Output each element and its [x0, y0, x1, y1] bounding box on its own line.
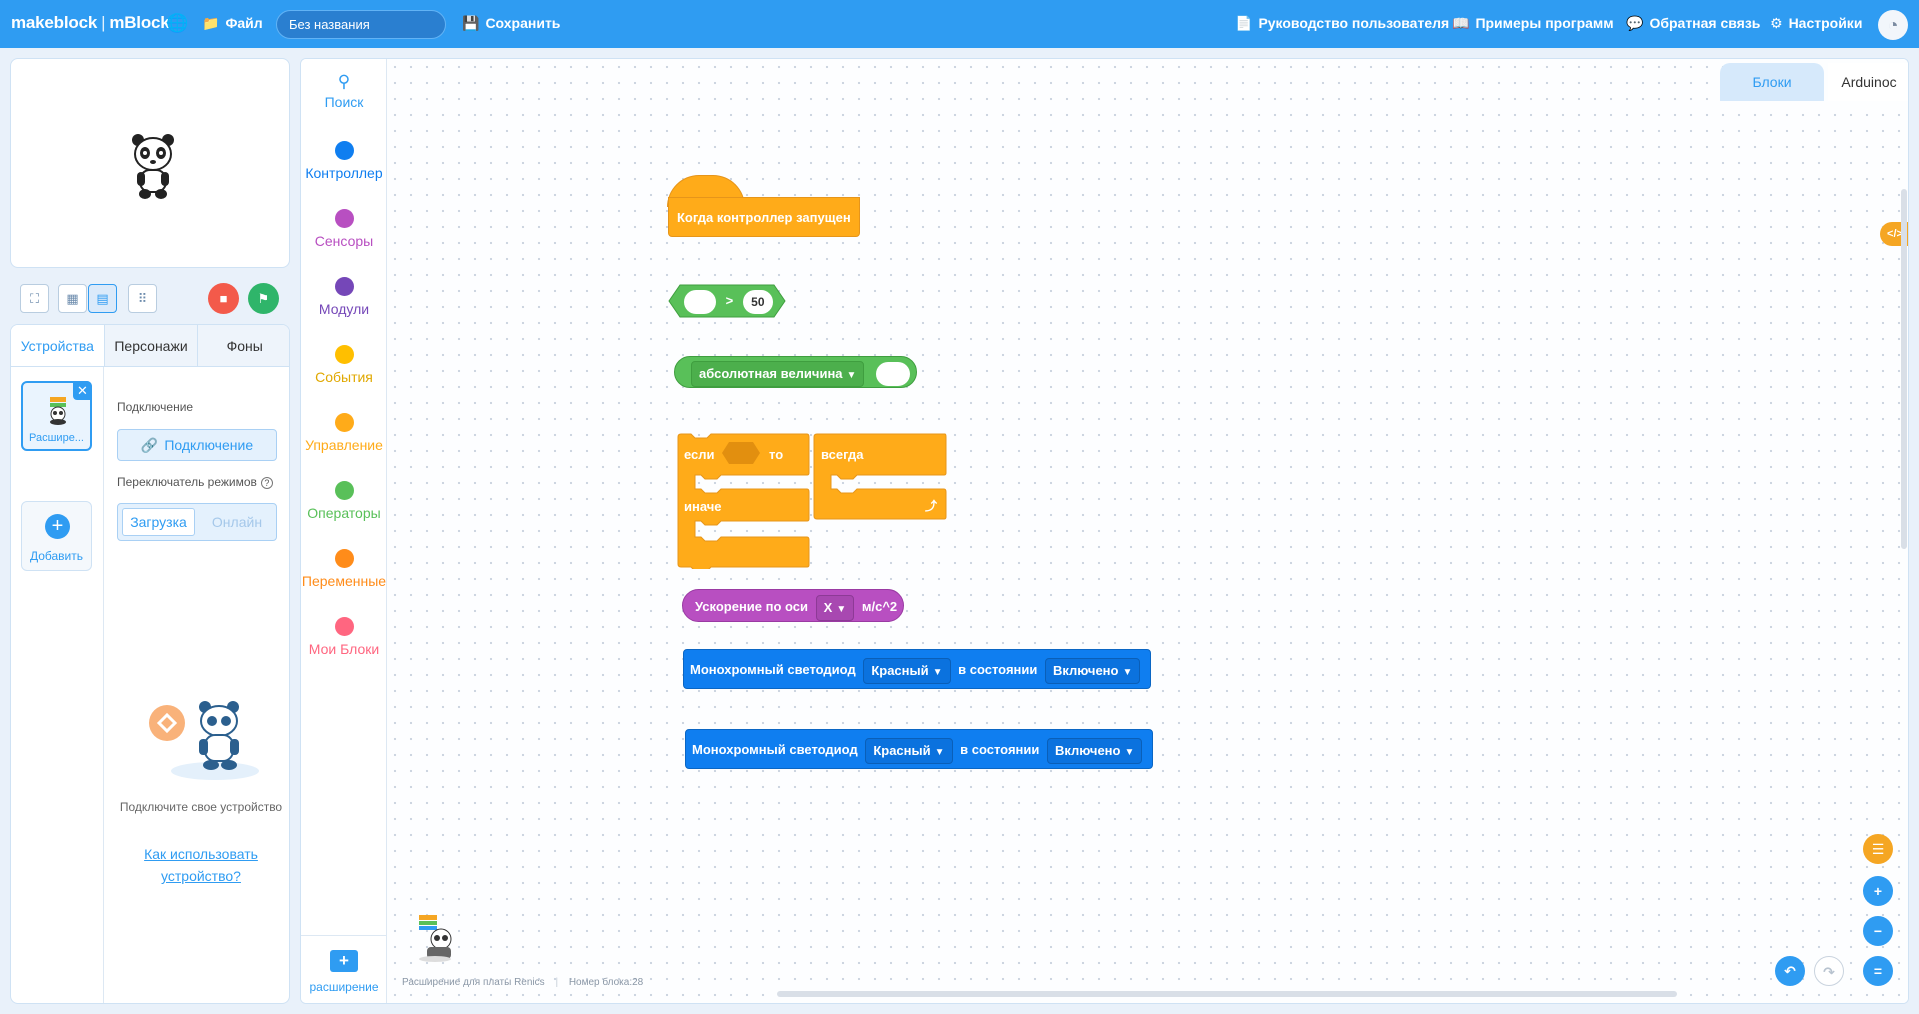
sprites-devices-panel: Устройства Персонажи Фоны ✕ Расшире... +…: [10, 324, 290, 1004]
language-globe-icon[interactable]: 🌐: [166, 13, 189, 33]
online-mode-button[interactable]: Онлайн: [211, 514, 263, 530]
device-name: Расшире...: [29, 432, 84, 444]
axis-dropdown[interactable]: X▼: [815, 594, 855, 621]
add-device-button[interactable]: + Добавить: [21, 501, 92, 571]
tab-devices[interactable]: Устройства: [11, 325, 105, 366]
led1-state-dropdown[interactable]: Включено▼: [1044, 657, 1141, 684]
category-operators[interactable]: Операторы: [301, 481, 387, 521]
tab-backdrops[interactable]: Фоны: [198, 325, 289, 366]
stop-button[interactable]: ■: [208, 283, 239, 314]
led1-color-dropdown[interactable]: Красный▼: [863, 657, 951, 684]
feedback-link[interactable]: 💬Обратная связь: [1626, 15, 1761, 31]
acceleration-block[interactable]: Ускорение по оси X▼ м/с^2: [682, 589, 905, 622]
gear-icon: ⚙: [1770, 15, 1783, 31]
panda-illustration: [149, 701, 259, 780]
panda-sprite: [132, 134, 174, 199]
category-sensors[interactable]: Сенсоры: [301, 209, 387, 249]
normal-stage-icon[interactable]: ▤: [88, 284, 117, 313]
stage-controls: ⛶ ▦ ▤ ⠿ ■ ⚑: [18, 280, 290, 316]
connect-hint: Подключите свое устройство: [119, 800, 283, 814]
user-guide-link[interactable]: 📄Руководство пользователя: [1235, 15, 1450, 31]
examples-link[interactable]: 📖Примеры программ: [1452, 15, 1614, 31]
led2-state-dropdown[interactable]: Включено▼: [1046, 737, 1143, 764]
led-block-1[interactable]: Монохромный светодиод Красный▼ в состоян…: [683, 649, 1152, 689]
panel-tabs: Устройства Персонажи Фоны: [11, 325, 289, 367]
settings-menu[interactable]: ⚙Настройки: [1770, 15, 1863, 31]
device-thumbnail-icon: [50, 397, 66, 425]
save-button[interactable]: 💾Сохранить: [462, 15, 561, 31]
extension-button[interactable]: + расширение: [301, 935, 387, 1003]
top-menu-bar: makeblock|mBlock 🌐 📁Файл 💾Сохранить 📄Рук…: [0, 0, 1919, 48]
connection-heading: Подключение: [117, 400, 194, 414]
redo-icon[interactable]: ↷: [1814, 956, 1844, 986]
green-flag-button[interactable]: ⚑: [248, 283, 279, 314]
block-categories: ⚲ Поиск Контроллер Сенсоры Модули Событи…: [301, 59, 387, 1003]
category-controller[interactable]: Контроллер: [301, 141, 387, 181]
zoom-in-icon[interactable]: +: [1863, 876, 1893, 906]
category-modules[interactable]: Модули: [301, 277, 387, 317]
code-workspace: ⚲ Поиск Контроллер Сенсоры Модули Событи…: [300, 58, 1909, 1004]
search-icon: ⚲: [337, 72, 351, 91]
device-list: ✕ Расшире... + Добавить: [11, 367, 104, 1003]
block-list-icon[interactable]: ☰: [1863, 834, 1893, 864]
vertical-scrollbar[interactable]: [1901, 189, 1907, 549]
connect-button[interactable]: 🔗Подключение: [117, 429, 277, 461]
horizontal-scrollbar[interactable]: [777, 991, 1677, 997]
how-to-use-link[interactable]: Как использовать устройство?: [144, 846, 258, 884]
hat-block-controller-start[interactable]: Когда контроллер запущен: [667, 175, 860, 237]
remove-device-icon[interactable]: ✕: [73, 381, 92, 400]
zoom-out-icon[interactable]: −: [1863, 916, 1893, 946]
tab-blocks[interactable]: Блоки: [1720, 63, 1824, 101]
app-logo: makeblock|mBlock: [11, 13, 170, 32]
abs-value-block[interactable]: абсолютная величина▼: [674, 356, 918, 388]
category-search[interactable]: ⚲ Поиск: [301, 72, 387, 111]
add-device-label: Добавить: [29, 549, 84, 563]
floppy-icon: 💾: [462, 15, 480, 31]
tab-arduino-code[interactable]: Arduinoc: [1828, 63, 1908, 101]
editor-tabs: Блоки Arduinoc: [1720, 59, 1908, 101]
greater-than-block[interactable]: > 50: [668, 284, 786, 318]
category-control[interactable]: Управление: [301, 413, 387, 453]
stage-area: [10, 58, 290, 268]
document-icon: 📄: [1235, 15, 1253, 31]
category-variables[interactable]: Переменные: [301, 549, 387, 589]
user-avatar[interactable]: ◔: [1878, 10, 1908, 40]
grid-stage-icon[interactable]: ⠿: [128, 284, 157, 313]
device-sprite-thumbnail-icon: [419, 915, 452, 962]
link-icon: 🔗: [140, 437, 159, 453]
add-extension-icon: +: [330, 950, 358, 972]
chat-icon: 💬: [1626, 15, 1644, 31]
device-card[interactable]: ✕ Расшире...: [21, 381, 92, 451]
workspace-footer: Расширение для платы Renics | Номер блок…: [402, 977, 644, 988]
stop-icon: ■: [219, 291, 228, 306]
led-block-2[interactable]: Монохромный светодиод Красный▼ в состоян…: [685, 729, 1154, 769]
category-my-blocks[interactable]: Мои Блоки: [301, 617, 387, 657]
fullscreen-icon[interactable]: ⛶: [20, 284, 49, 313]
plus-icon: +: [45, 514, 70, 539]
mode-switch: Загрузка Онлайн: [117, 503, 277, 541]
category-events[interactable]: События: [301, 345, 387, 385]
book-icon: 📖: [1452, 15, 1470, 31]
help-icon[interactable]: ?: [260, 477, 273, 489]
mode-switch-heading: Переключатель режимов?: [117, 475, 273, 489]
small-stage-icon[interactable]: ▦: [58, 284, 87, 313]
tab-sprites[interactable]: Персонажи: [104, 325, 199, 366]
file-menu[interactable]: 📁Файл: [202, 15, 263, 31]
undo-icon[interactable]: ↶: [1775, 956, 1805, 986]
zoom-reset-icon[interactable]: =: [1863, 956, 1893, 986]
script-canvas[interactable]: Блоки Arduinoc </> Когда контроллер запу…: [387, 59, 1908, 1003]
flag-icon: ⚑: [257, 291, 270, 306]
folder-icon: 📁: [202, 15, 220, 31]
led2-color-dropdown[interactable]: Красный▼: [865, 737, 953, 764]
abs-dropdown[interactable]: абсолютная величина▼: [691, 360, 865, 387]
upload-mode-button[interactable]: Загрузка: [122, 508, 195, 536]
loop-arrow-icon: ⤴: [925, 499, 938, 513]
project-name-input[interactable]: [276, 10, 446, 39]
